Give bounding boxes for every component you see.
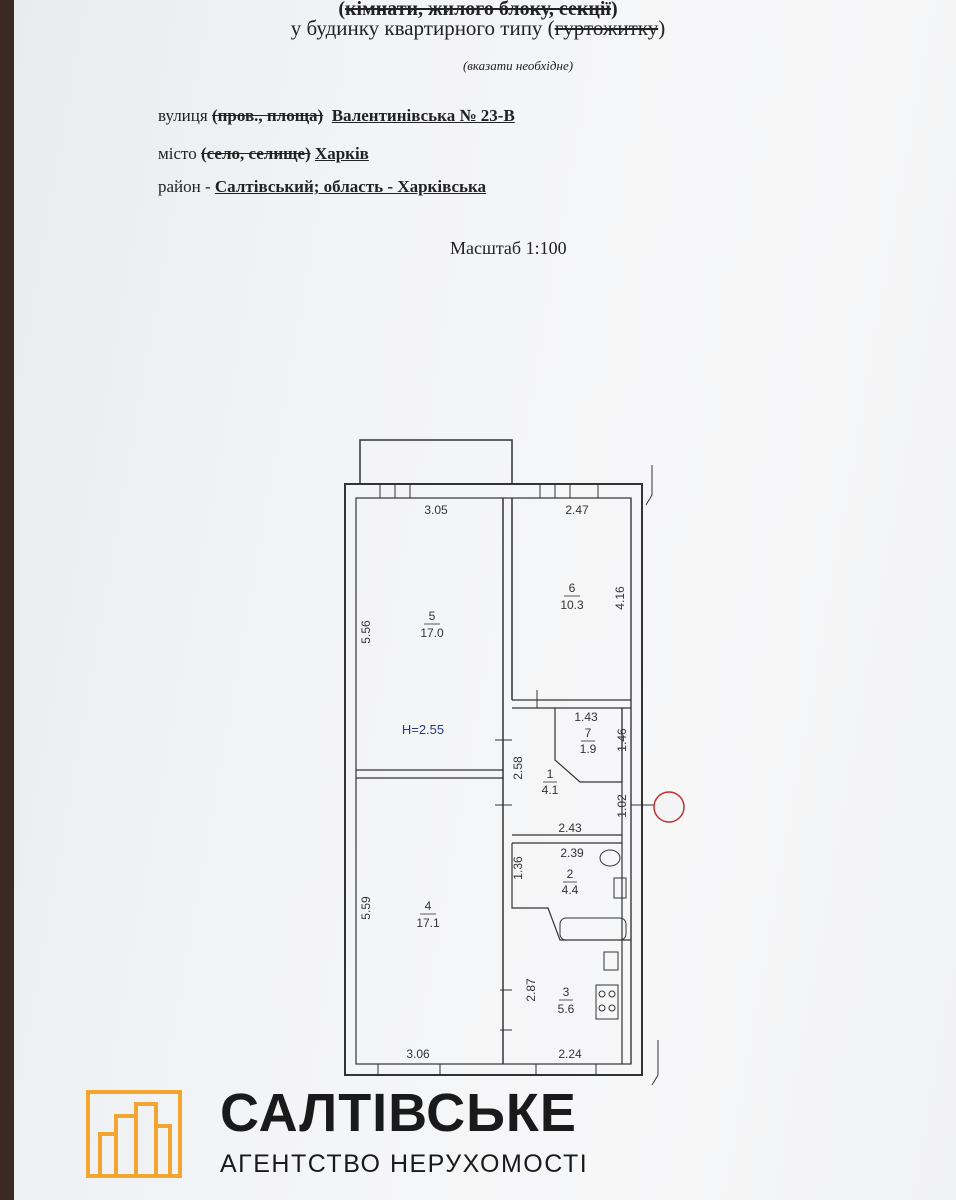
room-2-area: 4.4: [562, 883, 579, 897]
room-6-area: 10.3: [560, 598, 584, 612]
dimension-labels: 3.05 2.47 5.56 4.16 1.43 1.46 2.58 1.02 …: [359, 503, 629, 1061]
dim-label: 5.59: [359, 896, 373, 920]
dim-label: 1.43: [574, 710, 598, 724]
header-note: (вказати необхідне): [462, 58, 574, 73]
room-3-area: 5.6: [558, 1002, 575, 1016]
walls: [344, 439, 685, 1086]
room-7-number: 7: [585, 726, 592, 740]
dim-label: 3.06: [406, 1047, 430, 1061]
agency-tagline: АГЕНТСТВО НЕРУХОМОСТІ: [220, 1150, 589, 1178]
agency-logo-icon: [86, 1090, 182, 1178]
dim-label: 2.43: [558, 821, 582, 835]
room-7-area: 1.9: [580, 742, 597, 756]
room-2-number: 2: [567, 867, 574, 881]
dim-label: 4.16: [613, 586, 627, 610]
dim-label: 2.39: [560, 846, 584, 860]
room-labels: 5 17.0 6 10.3 7 1.9 1 4.1 2 4.4 4 17.1 3…: [416, 581, 596, 1016]
header-line-2: у будинку квартирного типу (гуртожитку): [290, 16, 666, 40]
document-page: [14, 0, 956, 1200]
scale-label: Масштаб 1:100: [450, 238, 567, 258]
room-1-number: 1: [547, 767, 554, 781]
room-5-number: 5: [429, 609, 436, 623]
dim-label: 3.05: [424, 503, 448, 517]
ceiling-height: H=2.55: [402, 722, 444, 737]
room-3-number: 3: [563, 985, 570, 999]
dim-label: 1.36: [511, 856, 525, 880]
room-1-area: 4.1: [542, 783, 559, 797]
room-6-number: 6: [569, 581, 576, 595]
dim-label: 1.02: [615, 794, 629, 818]
header-line-1: (кімнати, жилого блоку, секції): [338, 0, 618, 20]
dim-label: 5.56: [359, 620, 373, 644]
district-row: район - Салтівський; область - Харківськ…: [158, 177, 487, 196]
dim-label: 2.58: [511, 756, 525, 780]
room-4-area: 17.1: [416, 916, 440, 930]
room-4-number: 4: [425, 899, 432, 913]
agency-name: САЛТІВСЬКЕ: [220, 1083, 577, 1143]
dim-label: 2.47: [565, 503, 589, 517]
room-5-area: 17.0: [420, 626, 444, 640]
city-row: місто (село, селище) Харків: [158, 144, 369, 163]
dim-label: 1.46: [615, 728, 629, 752]
dim-label: 2.24: [558, 1047, 582, 1061]
street-row: вулиця (пров., площа) Валентинівська № 2…: [158, 106, 515, 125]
axis-marker-icon: [653, 791, 685, 823]
dim-label: 2.87: [524, 978, 538, 1002]
